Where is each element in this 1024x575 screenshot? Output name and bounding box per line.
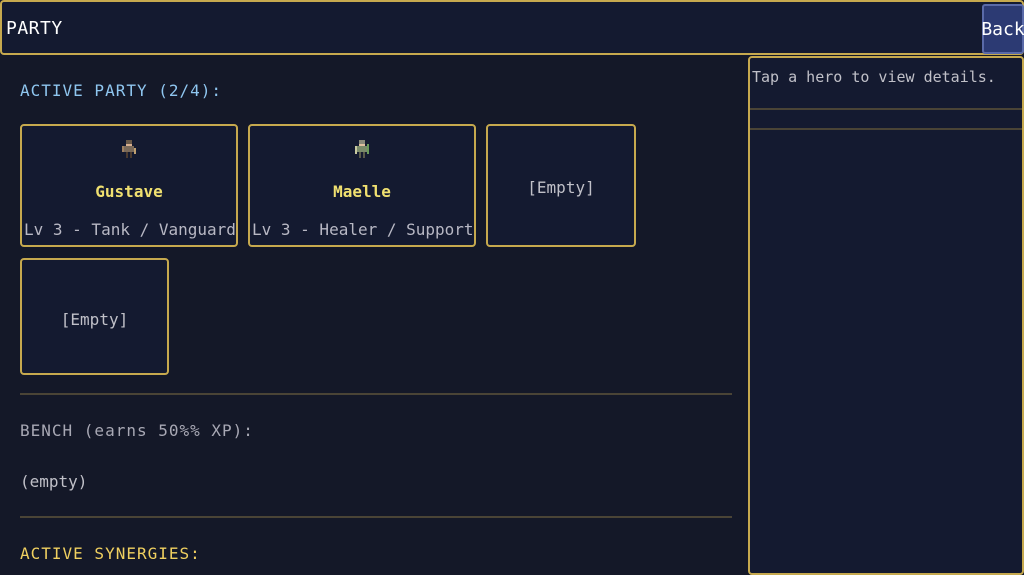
hero-role: Lv 3 - Tank / Vanguard	[24, 220, 236, 239]
synergies-heading: ACTIVE SYNERGIES:	[20, 544, 201, 563]
party-slot-empty[interactable]: [Empty]	[20, 258, 169, 375]
hero-detail-panel: Tap a hero to view details.	[748, 56, 1024, 575]
hero-name: Gustave	[95, 182, 163, 201]
divider	[750, 128, 1022, 130]
divider	[20, 516, 732, 518]
divider	[750, 108, 1022, 110]
empty-slot-label: [Empty]	[527, 178, 595, 197]
hero-role: Lv 3 - Healer / Support	[252, 220, 474, 239]
detail-hint: Tap a hero to view details.	[752, 68, 996, 86]
party-main-panel: ACTIVE PARTY (2/4): Gustave Lv 3 - Tank …	[0, 56, 745, 575]
empty-slot-label: [Empty]	[60, 310, 129, 329]
divider	[20, 393, 732, 395]
bench-heading: BENCH (earns 50%% XP):	[20, 421, 254, 440]
page-title: PARTY	[6, 18, 63, 39]
title-bar: PARTY Back	[0, 0, 1024, 55]
back-button[interactable]: Back	[981, 4, 1024, 54]
maelle-sprite-icon	[355, 140, 369, 158]
hero-name: Maelle	[333, 182, 391, 201]
party-slot-gustave[interactable]: Gustave Lv 3 - Tank / Vanguard	[20, 124, 238, 247]
party-slot-maelle[interactable]: Maelle Lv 3 - Healer / Support	[248, 124, 476, 247]
gustave-sprite-icon	[122, 140, 136, 158]
bench-empty-text: (empty)	[20, 472, 88, 491]
party-slot-empty[interactable]: [Empty]	[486, 124, 636, 247]
active-party-heading: ACTIVE PARTY (2/4):	[20, 81, 223, 100]
